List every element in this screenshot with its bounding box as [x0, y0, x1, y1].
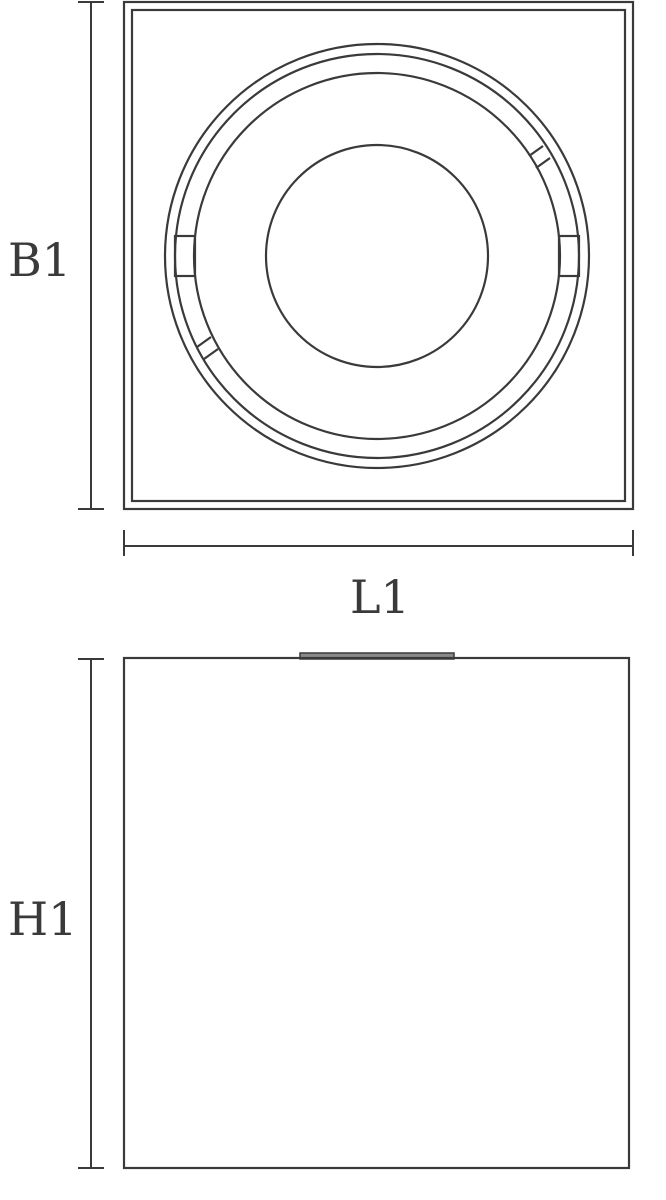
- side-view-body: [122, 656, 631, 1170]
- h1-dimension: [78, 658, 104, 1169]
- top-view: [122, 0, 635, 511]
- lens-circle: [264, 143, 490, 369]
- top-view-outer-square: [122, 0, 635, 511]
- upper-right-tick: [528, 145, 551, 169]
- right-clip: [557, 234, 581, 278]
- middle-ring: [173, 52, 581, 460]
- b1-label: B1: [8, 233, 71, 287]
- inner-ring: [192, 71, 562, 441]
- h1-label: H1: [8, 892, 77, 946]
- l1-label: L1: [350, 570, 410, 624]
- lower-left-tick: [196, 336, 219, 360]
- left-clip: [173, 234, 197, 278]
- side-view: [122, 652, 631, 1170]
- top-view-inner-square: [130, 8, 627, 503]
- outer-ring: [163, 42, 591, 470]
- l1-dimension: [123, 530, 634, 556]
- b1-dimension: [78, 1, 104, 510]
